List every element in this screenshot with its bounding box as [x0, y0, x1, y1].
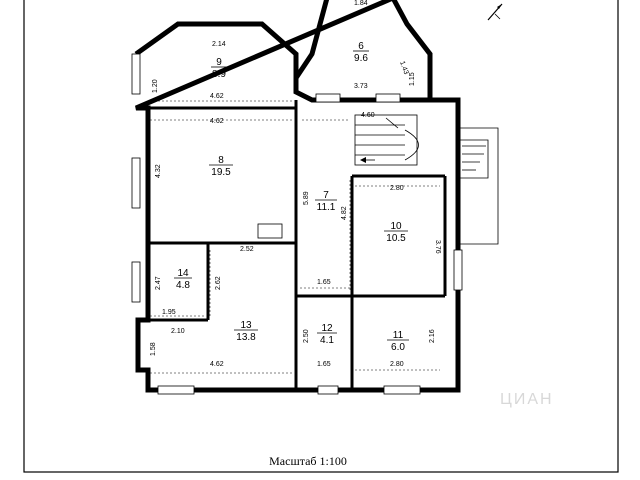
- dim-label: 2.47: [155, 276, 162, 290]
- dim-label: 2.14: [212, 41, 226, 48]
- dim-label: 1.95: [162, 309, 176, 316]
- room-label-6: 6 9.6: [353, 41, 369, 64]
- room-label-8: 8 19.5: [209, 155, 233, 178]
- dim-label: 1.43: [398, 60, 409, 75]
- room-area: 6.0: [391, 342, 405, 353]
- dim-label: 2.10: [171, 328, 185, 335]
- room-number: 6: [358, 41, 364, 52]
- dimension-labels: 1.84 2.14 1.43 1.20 1.15 3.73 4.62 4.62 …: [150, 0, 441, 368]
- staircase: [354, 114, 419, 166]
- dim-label: 1.84: [354, 0, 368, 7]
- scale-label: Масштаб 1:100: [269, 454, 347, 468]
- room-number: 12: [321, 323, 333, 334]
- dim-label: 2.62: [215, 276, 222, 290]
- dim-label: 3.73: [354, 83, 368, 90]
- dim-label: 4.62: [210, 361, 224, 368]
- room-number: 13: [240, 320, 252, 331]
- dim-label: 3.76: [434, 240, 441, 254]
- dim-label: 4.62: [210, 93, 224, 100]
- dim-label: 4.60: [361, 112, 375, 119]
- room-number: 14: [177, 268, 189, 279]
- room-label-12: 12 4.1: [317, 323, 337, 346]
- dim-label: 2.80: [390, 361, 404, 368]
- room-number: 7: [323, 190, 329, 201]
- windows: [131, 53, 463, 395]
- dim-label: 1.15: [409, 72, 416, 86]
- room-area: 4.8: [176, 280, 190, 291]
- room-label-10: 10 10.5: [384, 221, 408, 244]
- room-area: 9.6: [354, 53, 368, 64]
- room-label-13: 13 13.8: [234, 320, 258, 343]
- north-arrow-icon: [487, 3, 503, 21]
- room-number: 11: [393, 330, 404, 341]
- room-number: 9: [216, 57, 222, 68]
- room-label-14: 14 4.8: [174, 268, 192, 291]
- porch-steps: [458, 127, 499, 245]
- dim-label: 2.80: [390, 185, 404, 192]
- dim-label: 1.65: [317, 361, 331, 368]
- room-label-11: 11 6.0: [387, 330, 409, 353]
- dim-label: 5.89: [303, 191, 310, 205]
- room-area: 10.5: [386, 233, 406, 244]
- dim-label: 4.62: [210, 118, 224, 125]
- exterior-wall: [134, 0, 461, 393]
- dim-label: 1.20: [152, 79, 159, 93]
- watermark: ЦИАН: [500, 391, 554, 408]
- room-area: 11.1: [317, 202, 336, 213]
- dim-label: 2.50: [303, 329, 310, 343]
- hall-wall: [293, 78, 430, 103]
- dim-label: 4.82: [341, 206, 348, 220]
- dim-label: 1.65: [317, 279, 331, 286]
- room-area: 8.9: [212, 69, 226, 80]
- room-area: 4.1: [320, 335, 334, 346]
- room-area: 13.8: [236, 332, 256, 343]
- room-number: 10: [390, 221, 402, 232]
- interior-walls: [146, 100, 447, 390]
- room-area: 19.5: [211, 167, 231, 178]
- room-number: 8: [218, 155, 224, 166]
- room-label-7: 7 11.1: [315, 190, 337, 213]
- dim-label: 1.58: [150, 342, 157, 356]
- dim-label: 4.32: [155, 164, 162, 178]
- dim-label: 2.52: [240, 246, 254, 253]
- page-frame: [23, 0, 619, 473]
- dimension-lines: [150, 100, 440, 374]
- dim-label: 2.16: [429, 329, 436, 343]
- room-label-9: 9 8.9: [211, 57, 227, 80]
